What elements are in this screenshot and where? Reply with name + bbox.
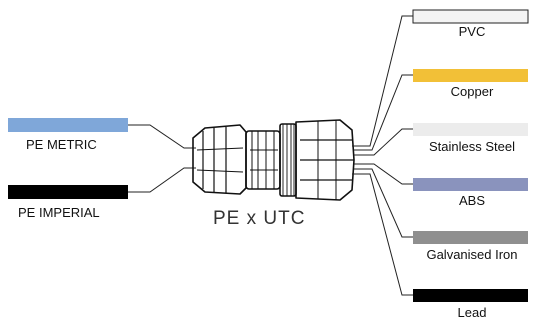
pe-metric-label: PE METRIC [26, 137, 97, 152]
lead-pipe [413, 289, 528, 302]
pe-metric-leader [128, 124, 196, 149]
pvc-pipe [412, 9, 529, 24]
compression-fitting-illustration [192, 119, 355, 201]
output-leaders [352, 15, 413, 296]
pe-imperial-pipe [8, 185, 128, 199]
pe-imperial-label: PE IMPERIAL [18, 205, 100, 220]
fitting-title: PE x UTC [213, 208, 306, 229]
copper-pipe [413, 69, 528, 82]
stainless-steel-pipe [413, 123, 528, 136]
lead-label: Lead [457, 305, 487, 320]
pe-metric-pipe [8, 118, 128, 132]
pvc-label: PVC [458, 24, 486, 39]
pe-imperial-leader [128, 167, 196, 193]
copper-label: Copper [450, 84, 494, 99]
abs-pipe [413, 178, 528, 191]
stainless-steel-label: Stainless Steel [429, 139, 515, 154]
abs-label: ABS [458, 193, 485, 208]
galvanised-iron-label: Galvanised Iron [426, 247, 518, 262]
galvanised-iron-pipe [413, 231, 528, 244]
